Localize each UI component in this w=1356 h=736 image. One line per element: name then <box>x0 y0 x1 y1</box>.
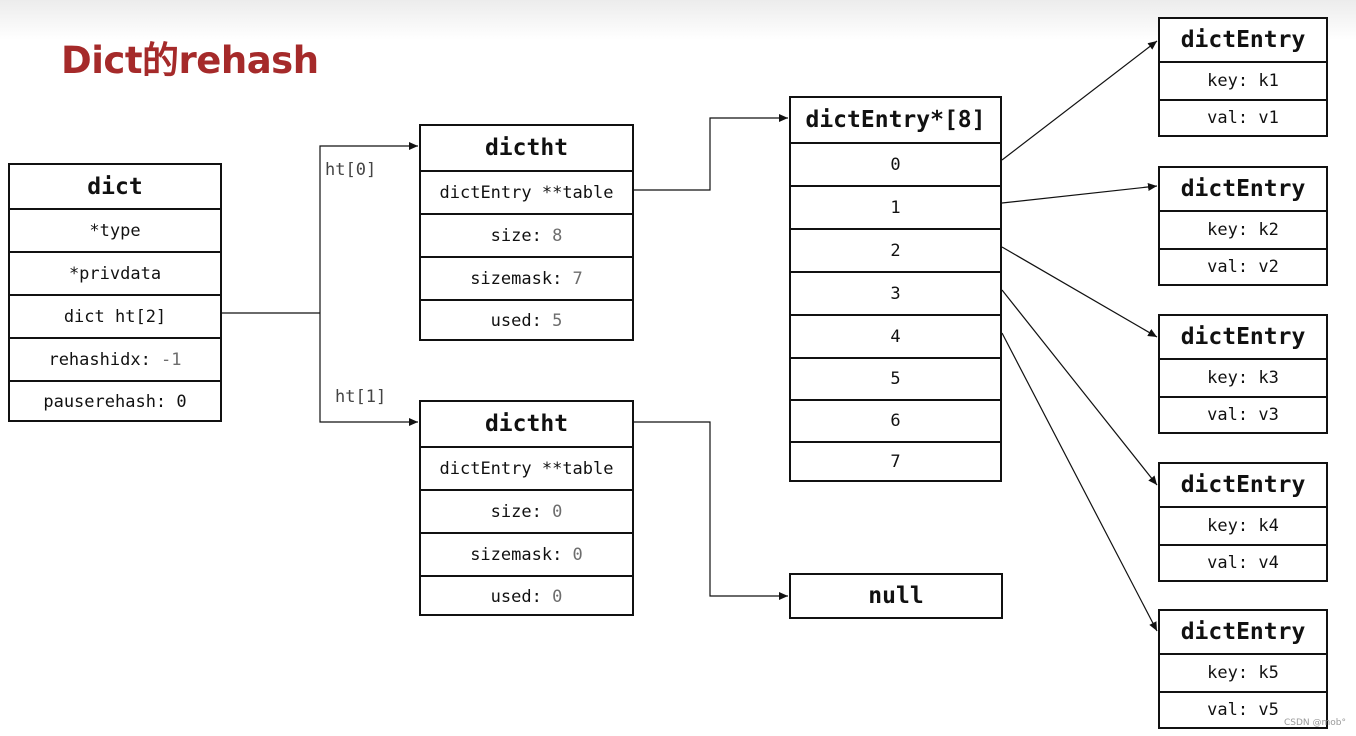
dict-entry-val: val: v2 <box>1160 248 1326 283</box>
dict-entry-5: dictEntry key: k5 val: v5 <box>1158 609 1328 729</box>
dict-entry-header: dictEntry <box>1180 176 1306 202</box>
dictht1-used-label: used: <box>490 586 553 607</box>
dict-entry-val: val: v4 <box>1160 544 1326 579</box>
dictht1-used-value: 0 <box>552 586 563 607</box>
dict-entry-val: val: v1 <box>1160 99 1326 134</box>
dictht1-size-field: size: 0 <box>421 489 632 532</box>
bucket-slot: 3 <box>791 271 1000 314</box>
dict-entry-header: dictEntry <box>1180 619 1306 645</box>
dict-entry-2: dictEntry key: k2 val: v2 <box>1158 166 1328 286</box>
rehashidx-value: -1 <box>161 349 182 370</box>
dict-header: dict <box>87 173 143 200</box>
slot0-arrow <box>1001 40 1158 161</box>
dict-entry-key: key: k1 <box>1160 61 1326 99</box>
dict-entry-key: key: k4 <box>1160 506 1326 544</box>
page-title: Dict的rehash <box>61 39 319 82</box>
dictht0-size-label: size: <box>490 225 553 246</box>
dictht1-size-label: size: <box>490 501 553 522</box>
dictht0-size-field: size: 8 <box>421 213 632 256</box>
bucket-array-header: dictEntry*[8] <box>805 107 986 133</box>
slot2-arrow <box>1001 246 1158 338</box>
null-label: null <box>868 582 924 609</box>
dict-entry-header: dictEntry <box>1180 324 1306 350</box>
dict-entry-header: dictEntry <box>1180 27 1306 53</box>
dict-rehashidx-field: rehashidx: -1 <box>10 337 220 380</box>
dict-pauserehash-field: pauserehash: 0 <box>10 380 220 422</box>
dict-entry-1: dictEntry key: k1 val: v1 <box>1158 17 1328 137</box>
null-box: null <box>789 573 1003 619</box>
dictht1-used-field: used: 0 <box>421 575 632 616</box>
dictht-1: dictht dictEntry **table size: 0 sizemas… <box>419 400 634 616</box>
dict-entry-val: val: v5 <box>1160 691 1326 726</box>
dict-type-field: *type <box>10 208 220 251</box>
dict-privdata-field: *privdata <box>10 251 220 294</box>
dict-ht-field: dict ht[2] <box>10 294 220 337</box>
dictht0-table-field: dictEntry **table <box>421 170 632 213</box>
bucket-slot: 6 <box>791 399 1000 441</box>
bucket-slot: 5 <box>791 357 1000 399</box>
slot3-arrow <box>1001 289 1158 486</box>
bucket-slot: 7 <box>791 441 1000 481</box>
dict-entry-4: dictEntry key: k4 val: v4 <box>1158 462 1328 582</box>
dictht0-sizemask-field: sizemask: 7 <box>421 256 632 299</box>
slot4-arrow <box>1001 332 1158 632</box>
bucket-slot: 4 <box>791 314 1000 357</box>
dictht1-table-field: dictEntry **table <box>421 446 632 489</box>
table1-arrow <box>634 421 788 600</box>
dictht1-header: dictht <box>484 411 569 437</box>
dict-entry-key: key: k2 <box>1160 210 1326 248</box>
watermark: CSDN @mob° <box>1283 718 1346 728</box>
dictht0-used-field: used: 5 <box>421 299 632 341</box>
bucket-slot: 1 <box>791 185 1000 228</box>
dict-entry-key: key: k5 <box>1160 653 1326 691</box>
dict-entry-key: key: k3 <box>1160 358 1326 396</box>
dictht1-sizemask-label: sizemask: <box>470 544 573 565</box>
dictht1-sizemask-value: 0 <box>572 544 583 565</box>
ht0-label: ht[0] <box>325 160 377 180</box>
dictht0-sizemask-value: 7 <box>572 268 583 289</box>
dictht0-header: dictht <box>484 135 569 161</box>
dictht0-used-value: 5 <box>552 311 563 331</box>
ht1-arrow <box>319 313 418 426</box>
dict-entry-3: dictEntry key: k3 val: v3 <box>1158 314 1328 434</box>
dict-struct: dict *type *privdata dict ht[2] rehashid… <box>8 163 222 422</box>
dictht0-size-value: 8 <box>552 225 563 246</box>
dictht1-size-value: 0 <box>552 501 563 522</box>
dictht0-sizemask-label: sizemask: <box>470 268 573 289</box>
bucket-slot: 2 <box>791 228 1000 271</box>
table0-arrow <box>634 114 788 191</box>
dictht1-sizemask-field: sizemask: 0 <box>421 532 632 575</box>
ht1-label: ht[1] <box>335 387 387 407</box>
dict-entry-header: dictEntry <box>1180 472 1306 498</box>
rehashidx-label: rehashidx: <box>48 349 162 370</box>
slot1-arrow <box>1001 183 1158 204</box>
bucket-array: dictEntry*[8] 0 1 2 3 4 5 6 7 <box>789 96 1002 482</box>
dict-entry-val: val: v3 <box>1160 396 1326 431</box>
bucket-slot: 0 <box>791 142 1000 185</box>
dictht-0: dictht dictEntry **table size: 8 sizemas… <box>419 124 634 341</box>
dictht0-used-label: used: <box>490 311 553 331</box>
ht0-arrow <box>319 142 418 313</box>
